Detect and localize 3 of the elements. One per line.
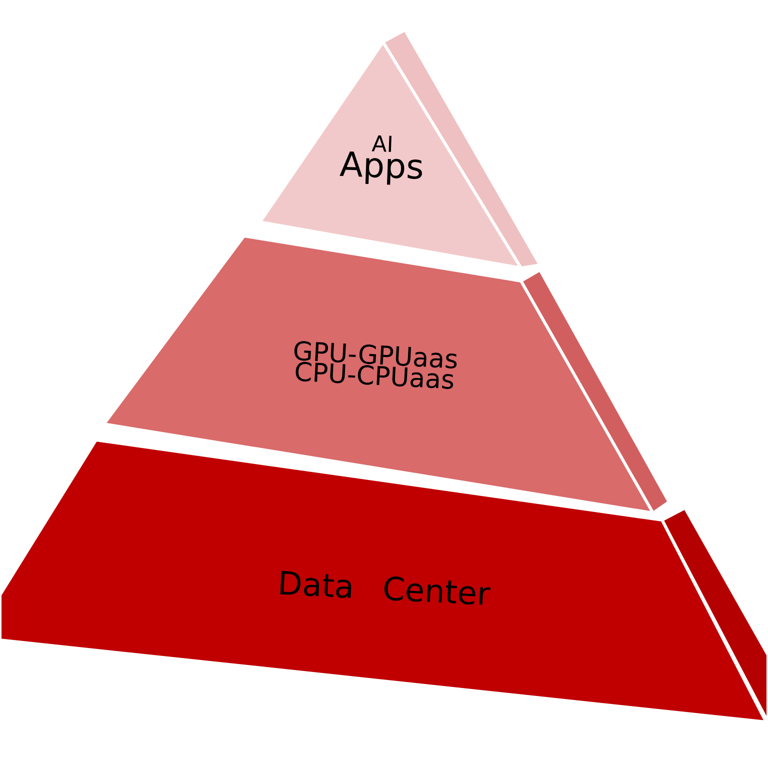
pyramid-tier: Data Center [0, 438, 768, 724]
pyramid-tier: AI Apps [258, 28, 542, 270]
pyramid-tier: GPU-GPUaas CPU-CPUaas [102, 234, 670, 514]
